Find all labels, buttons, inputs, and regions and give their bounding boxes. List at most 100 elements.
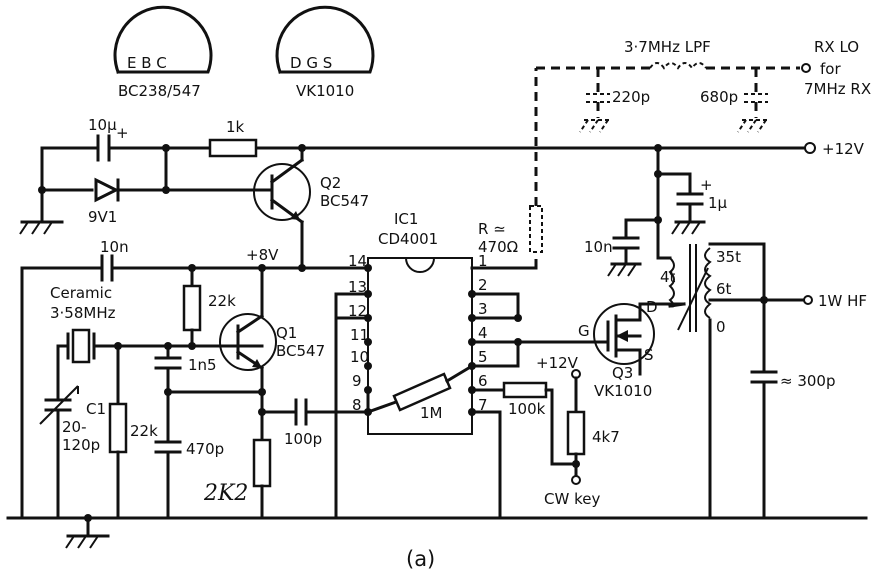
ic-pin-8: 8 [352,396,362,414]
resistor-470-label: R ≃ [478,220,506,238]
capacitor-1n5 [154,344,182,442]
resistor-2k2 [252,438,272,488]
supply-rail-12v [40,142,816,154]
drain-label: D [646,298,658,316]
supply-12v-label: +12V [822,140,865,158]
resistor-1k-label: 1k [226,118,245,136]
c1-value-2: 120p [62,436,100,454]
capacitor-300p-label: ≈ 300p [780,372,836,390]
q1-type-label: BC547 [276,342,325,360]
winding-35t-label: 35t [716,248,741,266]
figure-caption: (a) [406,547,435,571]
junction [298,264,306,272]
transistor-q1 [219,266,277,442]
ic-pin-7: 7 [478,396,488,414]
capacitor-100p [260,398,370,426]
capacitor-10n-right-label: 10n [584,238,613,256]
bc547-package-label: BC238/547 [118,82,201,100]
lpf-dashed-network [470,62,811,270]
resistor-1k [208,138,258,158]
ic-pin-5: 5 [478,348,488,366]
capacitor-10n-right [607,216,662,277]
q3-label: Q3 [612,364,633,382]
plus-sign: + [700,176,713,194]
capacitor-1u [654,146,706,260]
resistor-22k-top-label: 22k [208,292,236,310]
resistor-1m [366,363,475,414]
winding-0-label: 0 [716,318,726,336]
cw-key-terminal[interactable] [571,462,581,485]
ic-pin-10: 10 [350,348,369,366]
ic1-type-label: CD4001 [378,230,438,248]
q2-label: Q2 [320,174,341,192]
junction [514,314,522,322]
cw-key-label: CW key [544,490,600,508]
supply-12v-mid-label: +12V [536,354,579,372]
ic-pin-2: 2 [478,276,488,294]
winding-4t-label: 4t [660,268,676,286]
junction [162,144,170,152]
winding-6t-label: 6t [716,280,732,298]
capacitor-1n5-label: 1n5 [188,356,217,374]
capacitor-470p-label: 470p [186,440,224,458]
capacitor-10u-label: 10µ [88,116,117,134]
junction [760,296,768,304]
resistor-22k-bottom [108,402,128,454]
rail-8v [20,254,370,282]
rx-lo-label-3: 7MHz RX [804,80,871,98]
plus-sign: + [116,124,129,142]
ic-pin-13: 13 [348,278,367,296]
ic-pin-9: 9 [352,372,362,390]
hf-output-label: 1W HF [818,292,867,310]
junction [84,514,92,522]
vk1010-package-outline [275,5,375,74]
junction [38,186,46,194]
resistor-2k2-label: 2K2 [203,481,248,506]
zener-branch [40,146,266,224]
ic-pin-14: 14 [348,252,367,270]
bc547-pin-labels: E B C [127,54,167,72]
vk1010-package-label: VK1010 [296,82,354,100]
bc547-package-outline [113,5,213,74]
hf-output-terminal[interactable] [803,295,813,305]
capacitor-680p-label: 680p [700,88,738,106]
output-transformer [656,242,806,520]
junction [298,144,306,152]
ic-right-connections [470,292,582,368]
ic-pin-1: 1 [478,252,488,270]
ic1-label: IC1 [394,210,418,228]
ic-pin-3: 3 [478,300,488,318]
vk1010-pin-labels: D G S [290,54,332,72]
capacitor-300p [750,370,778,520]
junction [258,388,266,396]
ic-pin-12: 12 [348,302,367,320]
q1-label: Q1 [276,324,297,342]
resistor-4k7-label: 4k7 [592,428,620,446]
ground-rail [6,516,868,549]
gate-label: G [578,322,590,340]
resistor-100k [470,381,578,466]
resistor-100k-label: 100k [508,400,546,418]
source-label: S [644,346,654,364]
ic-pin-4: 4 [478,324,488,342]
capacitor-10u [96,134,111,162]
rail-8v-label: +8V [246,246,279,264]
zener-label: 9V1 [88,208,117,226]
ic-pin-6: 6 [478,372,488,390]
junction [514,338,522,346]
junction [188,342,196,350]
junction [162,186,170,194]
rx-lo-label-2: for [820,60,841,78]
resistor-4k7 [566,369,586,466]
lpf-label: 3·7MHz LPF [624,38,711,56]
q2-type-label: BC547 [320,192,369,210]
mosfet-q3 [578,302,686,368]
resistor-470-value: 470Ω [478,238,518,256]
ic-pin-11: 11 [350,326,369,344]
crystal-label-1: Ceramic [50,284,112,302]
capacitor-100p-label: 100p [284,430,322,448]
capacitor-10n-label: 10n [100,238,129,256]
resistor-22k-bottom-label: 22k [130,422,158,440]
capacitor-220p-label: 220p [612,88,650,106]
capacitor-1u-label: 1µ [708,194,728,212]
